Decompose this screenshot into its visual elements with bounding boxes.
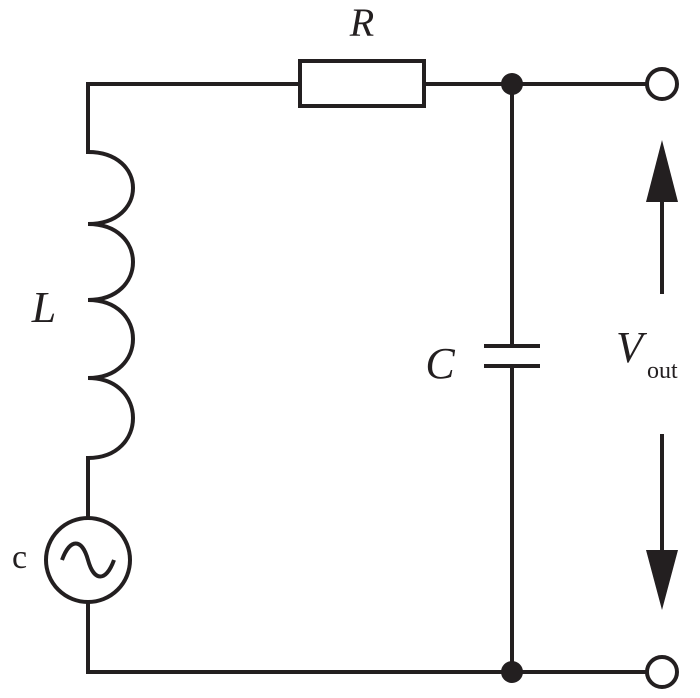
output-terminal-top [645, 67, 679, 101]
resistor-label: R [349, 0, 374, 45]
top-wire-left [86, 82, 302, 154]
top-junction-dot [501, 73, 523, 95]
resistor-symbol [298, 59, 426, 108]
output-terminal-bottom [645, 655, 679, 689]
output-voltage-label: V [616, 323, 648, 372]
capacitor-label: C [425, 339, 455, 388]
up-arrow-icon [646, 140, 678, 202]
inductor-label: L [31, 283, 56, 332]
output-voltage-subscript: out [647, 358, 678, 384]
source-label: c [12, 539, 27, 576]
ac-wave-icon [60, 541, 116, 579]
inductor-symbol [87, 150, 135, 460]
bottom-wire [86, 600, 652, 674]
bottom-junction-dot [501, 661, 523, 683]
down-arrow-icon [646, 550, 678, 610]
